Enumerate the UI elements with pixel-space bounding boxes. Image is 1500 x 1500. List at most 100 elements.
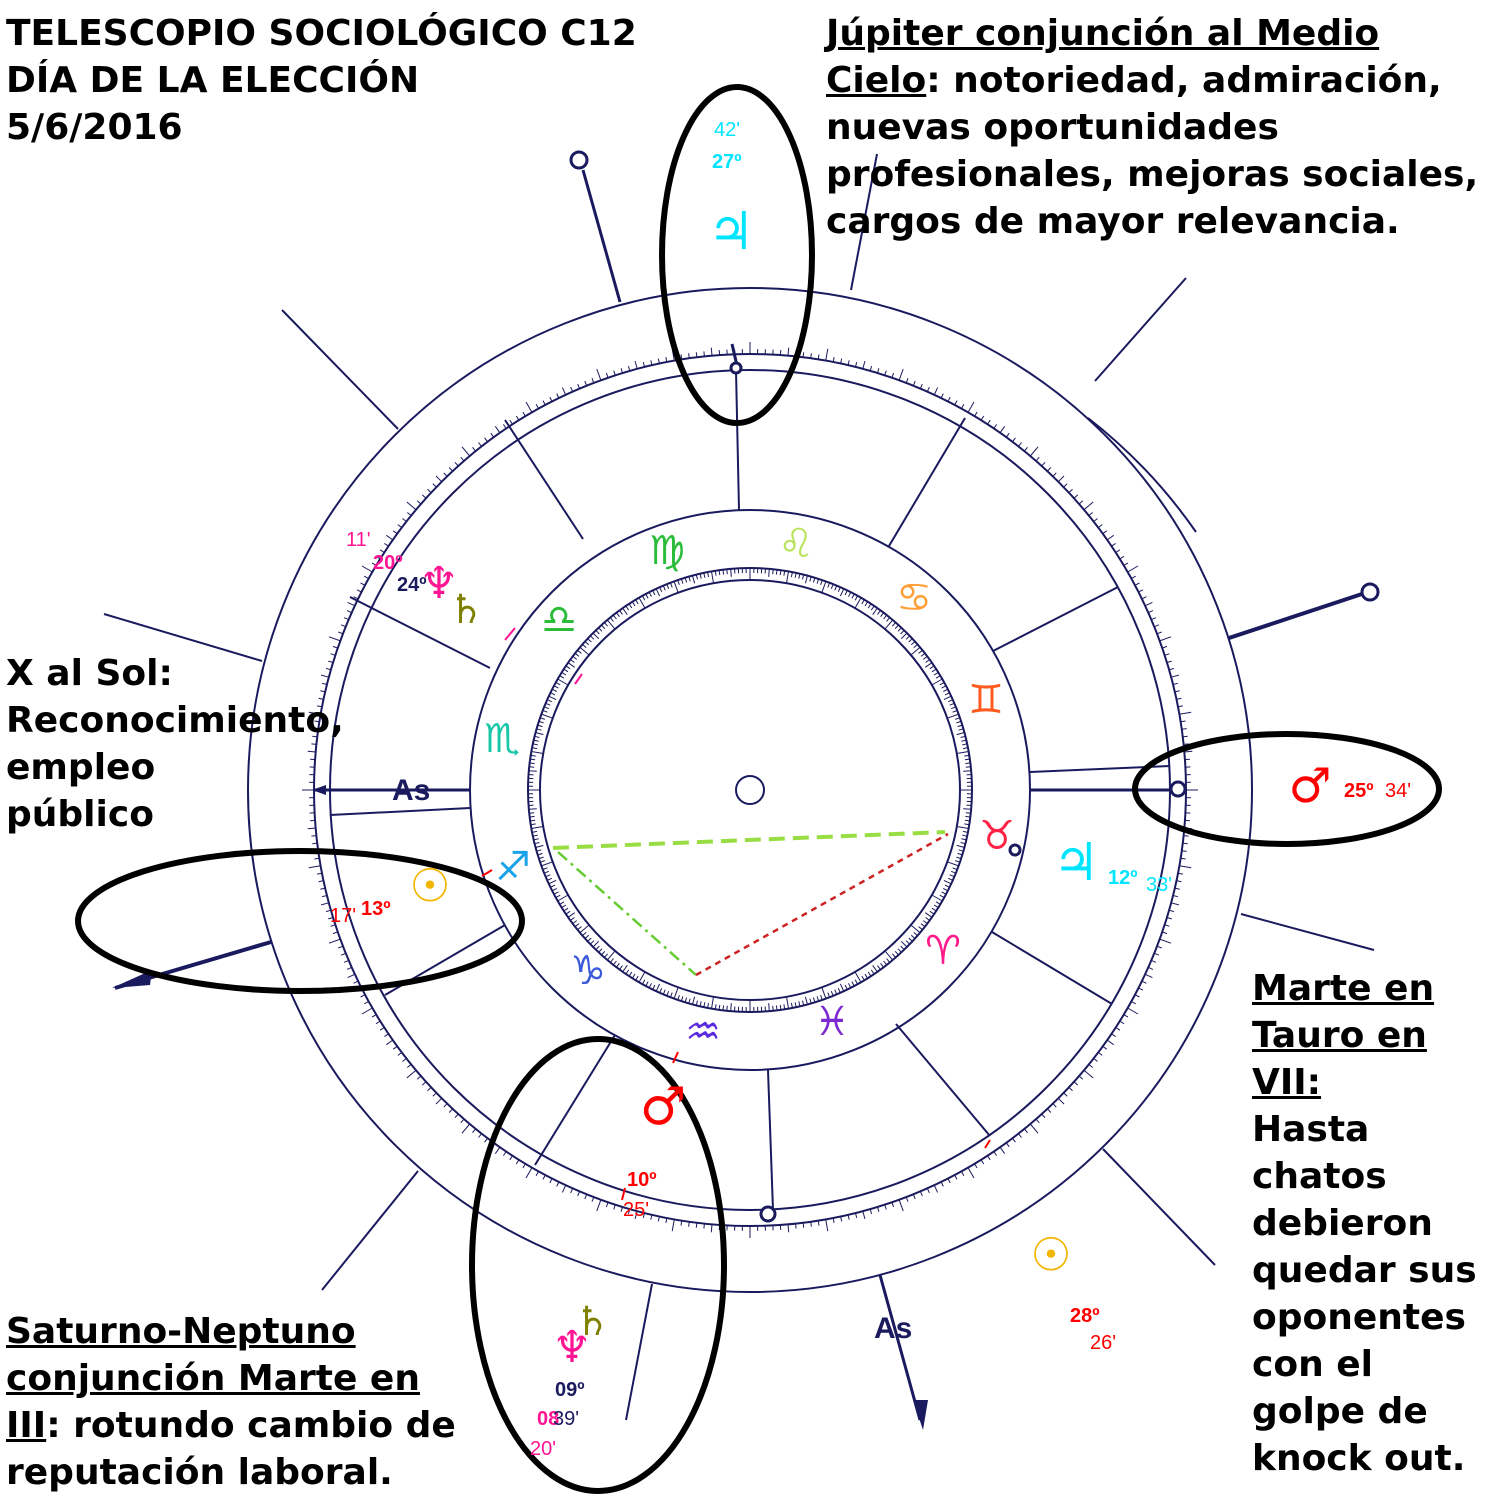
outer-degree-tick — [1148, 966, 1154, 970]
inner-degree-tick — [699, 1001, 702, 1007]
outer-degree-tick — [584, 1194, 588, 1200]
inner-degree-tick — [965, 762, 971, 765]
outer-degree-tick — [392, 530, 398, 535]
outer-degree-tick — [1018, 1133, 1022, 1138]
inner-degree-tick — [707, 571, 710, 578]
inner-degree-tick — [837, 988, 841, 993]
outer-degree-tick — [1141, 980, 1147, 984]
inner-degree-tick — [666, 991, 670, 996]
outer-degree-tick — [1183, 835, 1189, 837]
outer-degree-tick — [353, 980, 359, 984]
outer-degree-tick — [1035, 456, 1040, 462]
outer-degree-tick — [427, 488, 432, 493]
outer-degree-tick — [1012, 1137, 1016, 1143]
outer-degree-tick — [980, 1159, 985, 1165]
outer-degree-tick — [634, 1210, 638, 1220]
inner-degree-tick — [557, 894, 569, 902]
outer-degree-tick — [542, 400, 546, 406]
marte-annotation: Marte en Tauro en VII: Hasta chatos debi… — [1252, 965, 1477, 1482]
inner-degree-tick — [570, 917, 575, 921]
outer-degree-tick — [353, 596, 359, 600]
house-cusp-5 — [991, 931, 1113, 1005]
inner-degree-tick — [604, 622, 608, 627]
outer-degree-tick — [1183, 743, 1189, 745]
outer-degree-tick — [1088, 1064, 1094, 1068]
outer-degree-tick — [954, 1174, 958, 1180]
as-arrow-outer — [112, 970, 152, 988]
inner-degree-tick — [529, 815, 535, 818]
inner-degree-tick — [910, 646, 921, 656]
inner-degree-ring — [539, 579, 961, 1001]
aquarius-sign: ♒ — [685, 1009, 721, 1055]
inner-degree-tick — [531, 830, 538, 833]
outer-degree-tick — [1068, 1087, 1073, 1092]
outer-degree-tick — [338, 945, 344, 949]
outer-degree-tick — [1159, 938, 1172, 944]
house-cusp-8 — [534, 1034, 616, 1166]
inner-degree-tick — [563, 907, 569, 912]
outer-degree-tick — [448, 1108, 453, 1113]
inner-degree-tick — [872, 965, 878, 973]
outer-degree-tick — [478, 1133, 482, 1138]
outer-degree-tick — [1083, 1069, 1094, 1079]
inner-degree-tick — [557, 678, 569, 686]
outer-degree-tick — [1073, 1081, 1079, 1086]
outer-degree-tick — [905, 1196, 909, 1202]
title-line-3: 5/6/2016 — [6, 107, 183, 148]
outer-degree-tick — [525, 401, 533, 413]
inner-degree-tick — [645, 593, 649, 599]
outer-degree-tick — [427, 1087, 432, 1092]
jupiter-annotation: Júpiter conjunción al Medio Cielo: notor… — [826, 10, 1478, 245]
outer-degree-tick — [1164, 653, 1170, 656]
outer-degree-tick — [947, 1178, 951, 1184]
outer-degree-tick — [371, 562, 377, 566]
inner-degree-tick — [628, 971, 633, 977]
inner-degree-tick — [551, 688, 557, 692]
inner-degree-tick — [722, 1005, 725, 1011]
inner-degree-tick — [952, 709, 958, 713]
outer-degree-tick — [406, 1069, 417, 1079]
inner-degree-tick — [944, 692, 950, 696]
inner-degree-tick — [962, 743, 968, 746]
outer-degree-tick — [1052, 1103, 1057, 1108]
outer-degree-tick — [596, 368, 602, 381]
inner-degree-tick — [830, 584, 834, 589]
outer-degree-tick — [1181, 850, 1187, 852]
outer-degree-tick — [454, 461, 459, 467]
outer-degree-tick — [364, 1000, 369, 1005]
inner-degree-tick — [827, 992, 831, 998]
outer-degree-tick — [522, 1163, 526, 1169]
outer-degree-tick — [1141, 596, 1147, 600]
outer-degree-tick — [919, 383, 923, 389]
outer-degree-tick — [320, 690, 326, 693]
inner-degree-tick — [779, 570, 782, 576]
inner-degree-tick — [794, 572, 797, 578]
outer-degree-tick — [406, 512, 412, 516]
inner-degree-tick — [577, 649, 582, 654]
outer-degree-tick — [1168, 909, 1175, 913]
inner-degree-tick — [645, 981, 649, 987]
inner-degree-tick — [905, 940, 911, 945]
inner-degree-tick — [802, 1000, 805, 1006]
outer-degree-tick — [898, 368, 904, 381]
neptune-glyph-bottom: ♆ — [552, 1322, 591, 1373]
inner-degree-tick — [884, 619, 894, 630]
inner-degree-tick — [688, 576, 691, 582]
outer-degree-tick — [980, 415, 985, 421]
outer-degree-tick — [1119, 555, 1125, 560]
outer-degree-tick — [311, 743, 317, 745]
outer-degree-tick — [695, 352, 698, 358]
inner-degree-tick — [542, 709, 548, 713]
inner-degree-tick — [802, 574, 805, 580]
outer-degree-tick — [891, 1202, 895, 1208]
house-cusp-1 — [735, 369, 740, 511]
inner-degree-tick — [548, 695, 557, 701]
inner-degree-tick — [965, 815, 971, 818]
inner-degree-tick — [955, 717, 961, 720]
outer-spoke-d — [1240, 913, 1375, 951]
saturno-annotation: Saturno-Neptuno conjunción Marte en III:… — [6, 1308, 456, 1496]
outer-degree-tick — [993, 1151, 998, 1156]
outer-degree-tick — [1073, 494, 1079, 499]
inner-degree-tick — [790, 1002, 793, 1009]
outer-spoke-b — [1094, 277, 1187, 382]
